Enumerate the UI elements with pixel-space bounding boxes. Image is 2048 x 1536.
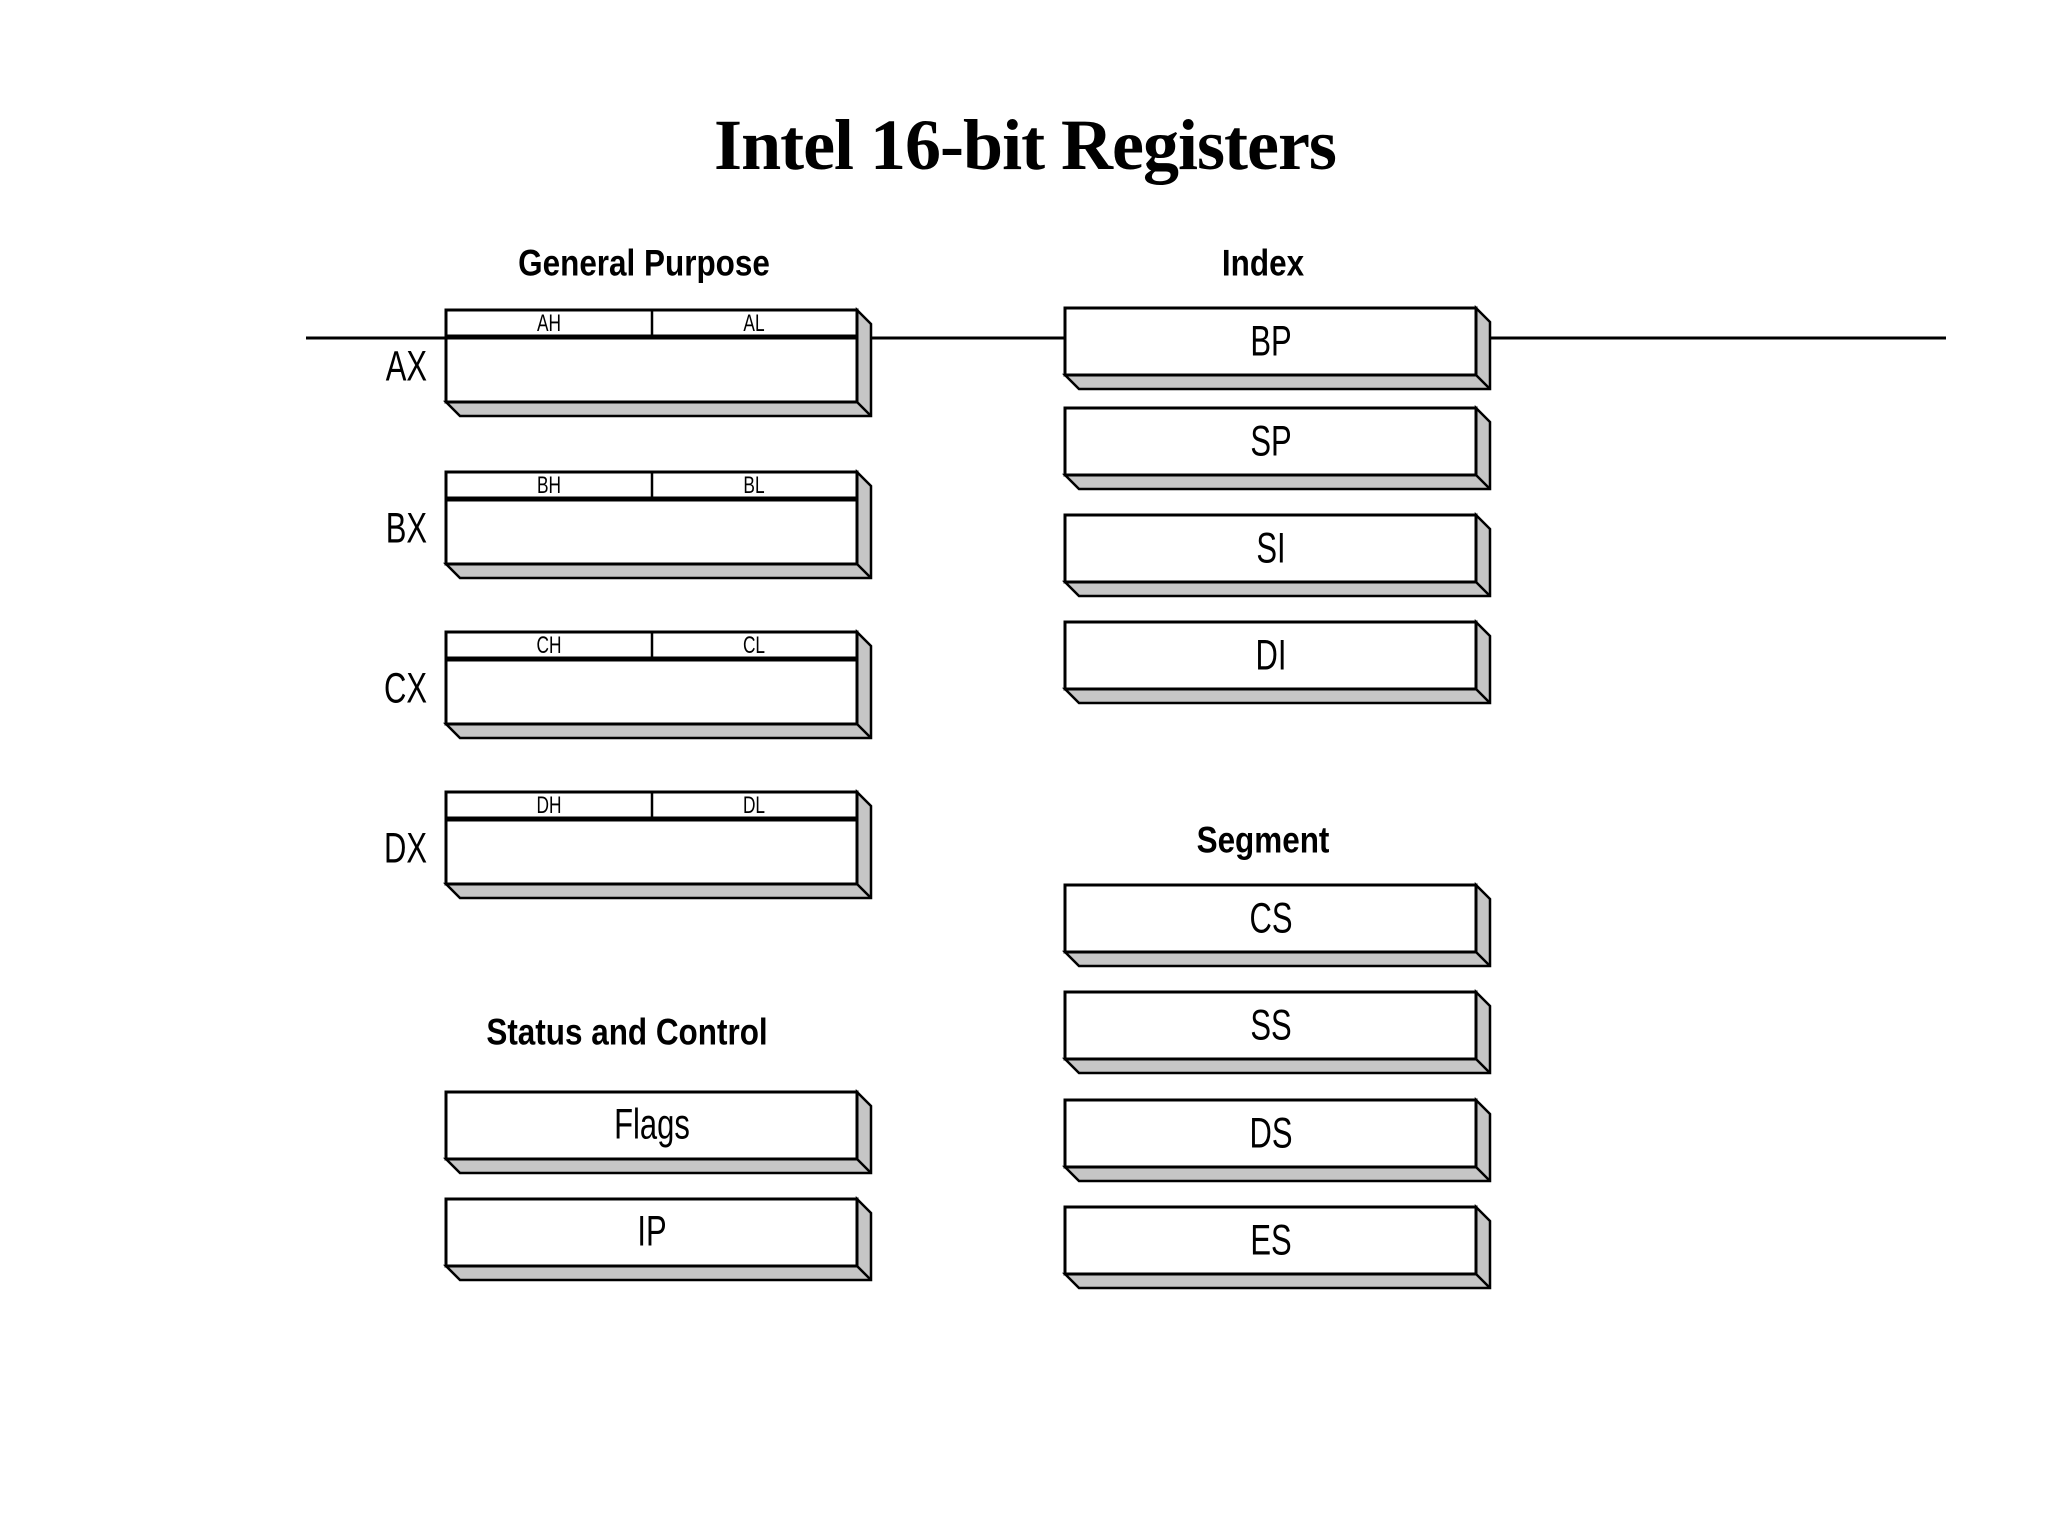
ss-label: SS: [1250, 1001, 1292, 1050]
heading-general-purpose: General Purpose: [518, 242, 770, 284]
ax-label: AX: [385, 342, 427, 391]
sp-label: SP: [1250, 417, 1292, 466]
bx-box: [446, 472, 871, 578]
bh-label: BH: [536, 472, 562, 499]
dx-box: [446, 792, 871, 898]
di-label: DI: [1255, 631, 1287, 680]
cx-box: [446, 632, 871, 738]
si-label: SI: [1256, 524, 1286, 573]
ax-box: [446, 310, 871, 416]
cs-label: CS: [1249, 894, 1293, 943]
ds-label: DS: [1249, 1109, 1293, 1158]
bp-label: BP: [1250, 317, 1292, 366]
cx-label: CX: [383, 664, 427, 713]
ip-label: IP: [637, 1207, 667, 1256]
dh-label: DH: [536, 792, 562, 819]
es-label: ES: [1250, 1216, 1292, 1265]
ch-label: CH: [536, 632, 562, 659]
page-title: Intel 16-bit Registers: [714, 105, 1337, 185]
cl-label: CL: [742, 632, 766, 659]
al-label: AL: [743, 310, 765, 337]
dx-label: DX: [383, 824, 427, 873]
flags-label: Flags: [614, 1100, 690, 1149]
bx-label: BX: [385, 504, 427, 553]
dl-label: DL: [742, 792, 766, 819]
heading-status-control: Status and Control: [486, 1011, 768, 1053]
bl-label: BL: [743, 472, 765, 499]
ah-label: AH: [536, 310, 562, 337]
heading-segment: Segment: [1196, 819, 1330, 861]
heading-index: Index: [1221, 242, 1305, 284]
